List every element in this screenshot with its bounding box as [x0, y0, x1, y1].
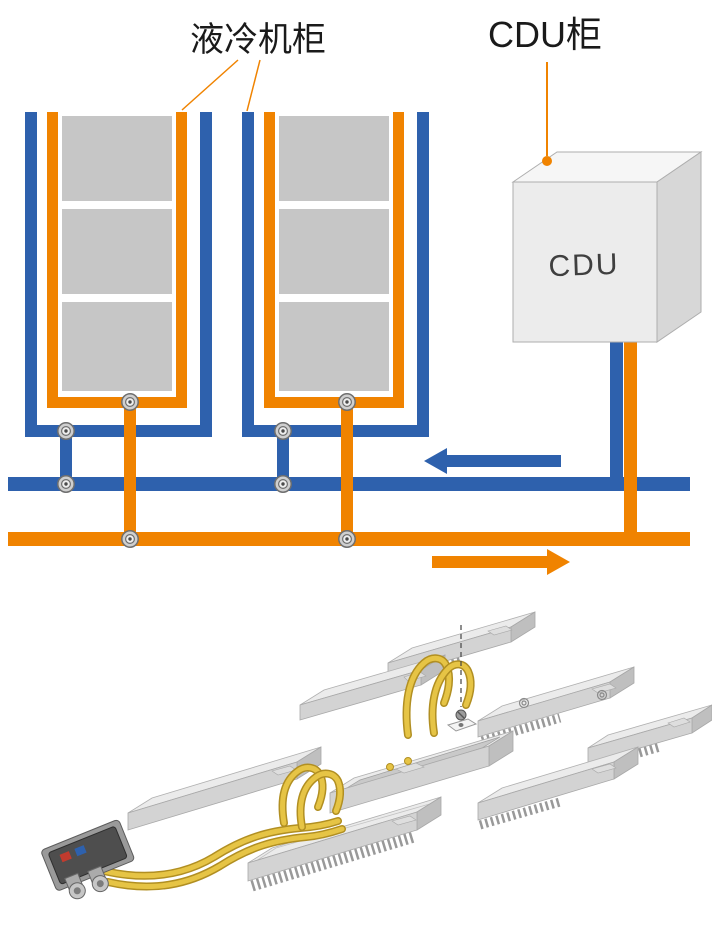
cabinet-1-rack-sections	[62, 116, 172, 391]
orange-pipe-network	[8, 112, 690, 546]
cdu-box: CDU	[511, 151, 703, 343]
screw-icon	[455, 709, 467, 721]
leader-dot	[542, 156, 552, 166]
mount-bracket	[446, 718, 478, 732]
blue-mark	[74, 845, 87, 857]
spring-icon	[518, 697, 530, 709]
spring-icon	[596, 689, 608, 701]
quick-connector	[41, 819, 135, 900]
label-cdu-cabinet: CDU柜	[488, 14, 602, 55]
cold-plate-module	[127, 746, 322, 831]
leader-line-cabinet-1	[181, 59, 239, 111]
red-mark	[59, 851, 72, 863]
cdu-box-label: CDU	[548, 248, 620, 283]
blue-flow-arrow-left	[424, 448, 561, 474]
orange-flow-arrow-right	[432, 549, 570, 575]
cooling-loop-schematic: CDU 液冷机柜 CDU柜	[8, 14, 703, 575]
leader-line-cabinet-2	[246, 59, 261, 112]
cold-plate-tray	[329, 730, 514, 814]
tube-fitting	[386, 763, 394, 771]
cold-plate-assembly	[41, 611, 712, 900]
cdu-blue-pipe	[610, 340, 623, 488]
cold-plate-module	[477, 666, 635, 746]
cdu-orange-pipe	[624, 340, 637, 540]
tube-fitting	[404, 757, 412, 765]
cabinet-2-rack-sections	[279, 116, 389, 391]
cold-plate-module	[477, 746, 639, 830]
label-liquid-cooling-cabinet: 液冷机柜	[190, 21, 326, 59]
